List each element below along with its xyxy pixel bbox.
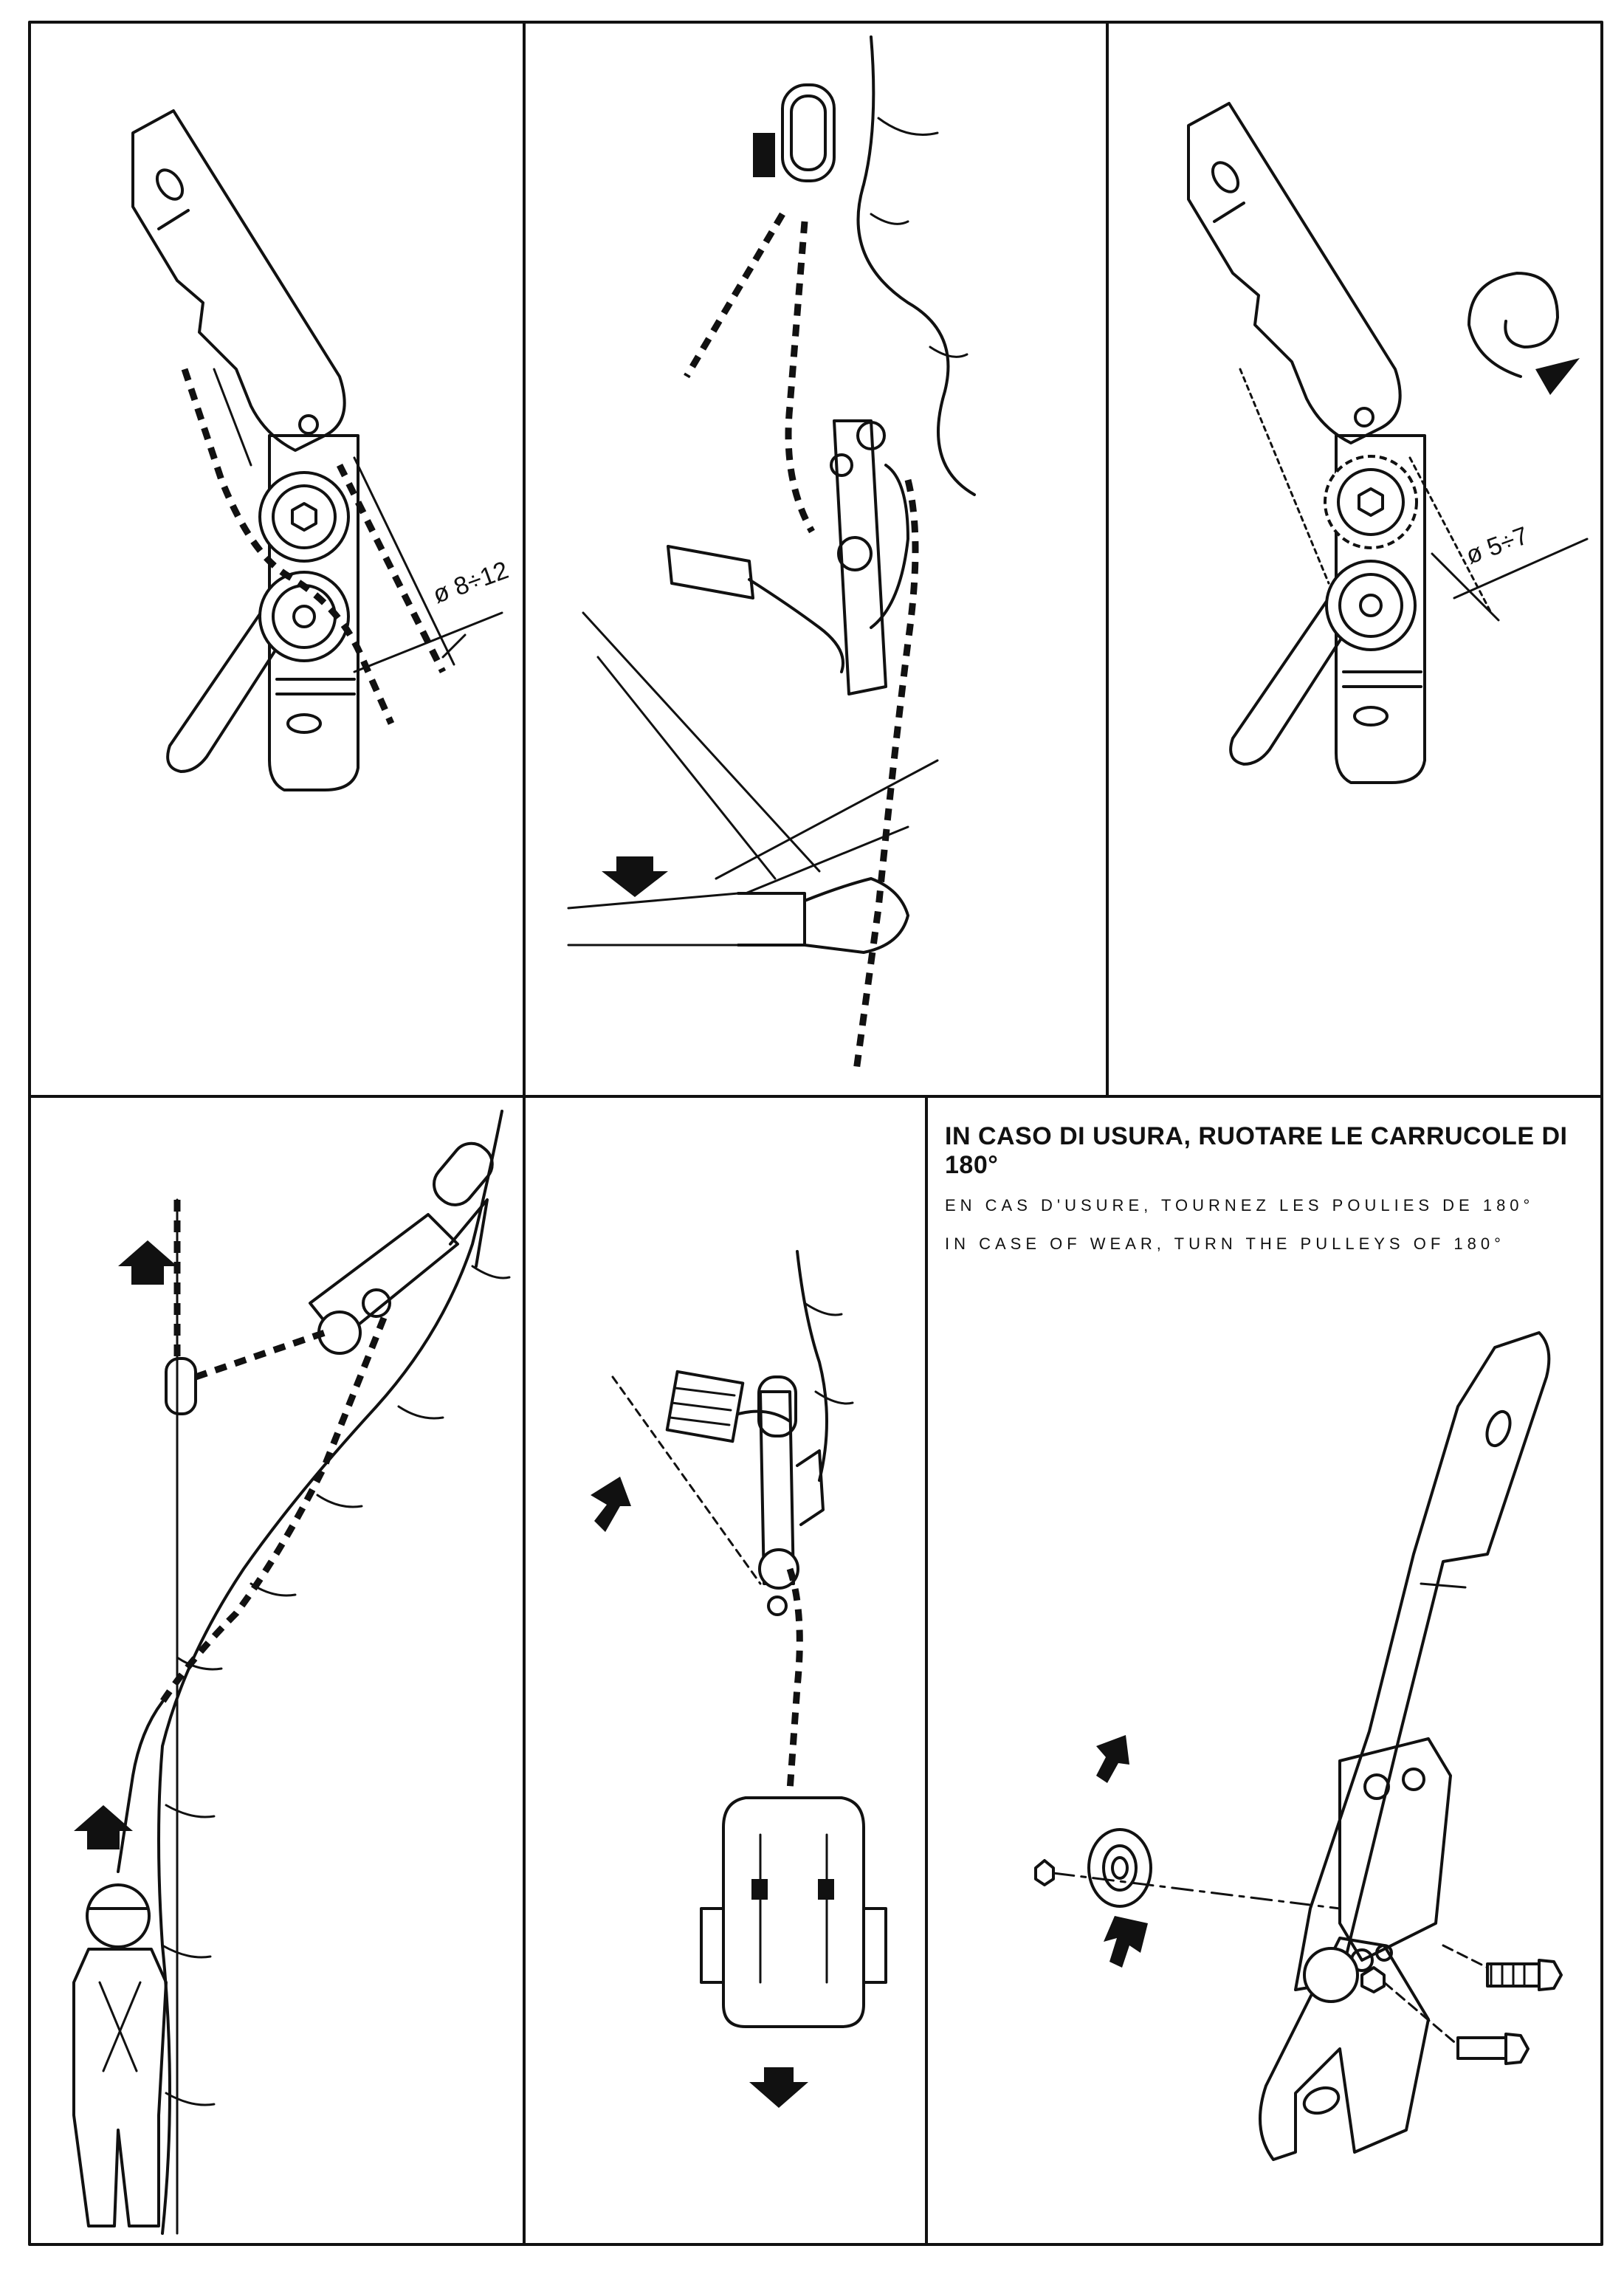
arrow-down-icon — [602, 856, 668, 897]
arrow-down-icon — [749, 2067, 808, 2108]
caption-italian: IN CASO DI USURA, RUOTARE LE CARRUCOLE D… — [945, 1122, 1568, 1179]
panel-device-small-rope — [1187, 102, 1589, 784]
arrow-up-icon — [1096, 1735, 1129, 1783]
panel-rope-pull-down — [567, 35, 976, 1071]
arrow-up-icon — [118, 1240, 177, 1285]
rotate-icon — [1468, 272, 1580, 395]
caption-french: EN CAS D'USURE, TOURNEZ LES POULIES DE 1… — [945, 1196, 1535, 1215]
panel-hauling-climber — [72, 1110, 511, 2235]
arrow-up-icon — [74, 1805, 133, 1849]
caption-english: IN CASE OF WEAR, TURN THE PULLEYS OF 180… — [945, 1234, 1505, 1253]
arrow-diagonal-icon — [591, 1477, 631, 1532]
arrow-curved-icon — [1104, 1916, 1148, 1968]
panel-pulley-rotation — [1034, 1331, 1563, 2161]
panel-hauling-bag — [591, 1250, 887, 2108]
wear-instruction-caption: IN CASO DI USURA, RUOTARE LE CARRUCOLE D… — [945, 1122, 1594, 1273]
panel-device-large-rope — [131, 109, 503, 791]
